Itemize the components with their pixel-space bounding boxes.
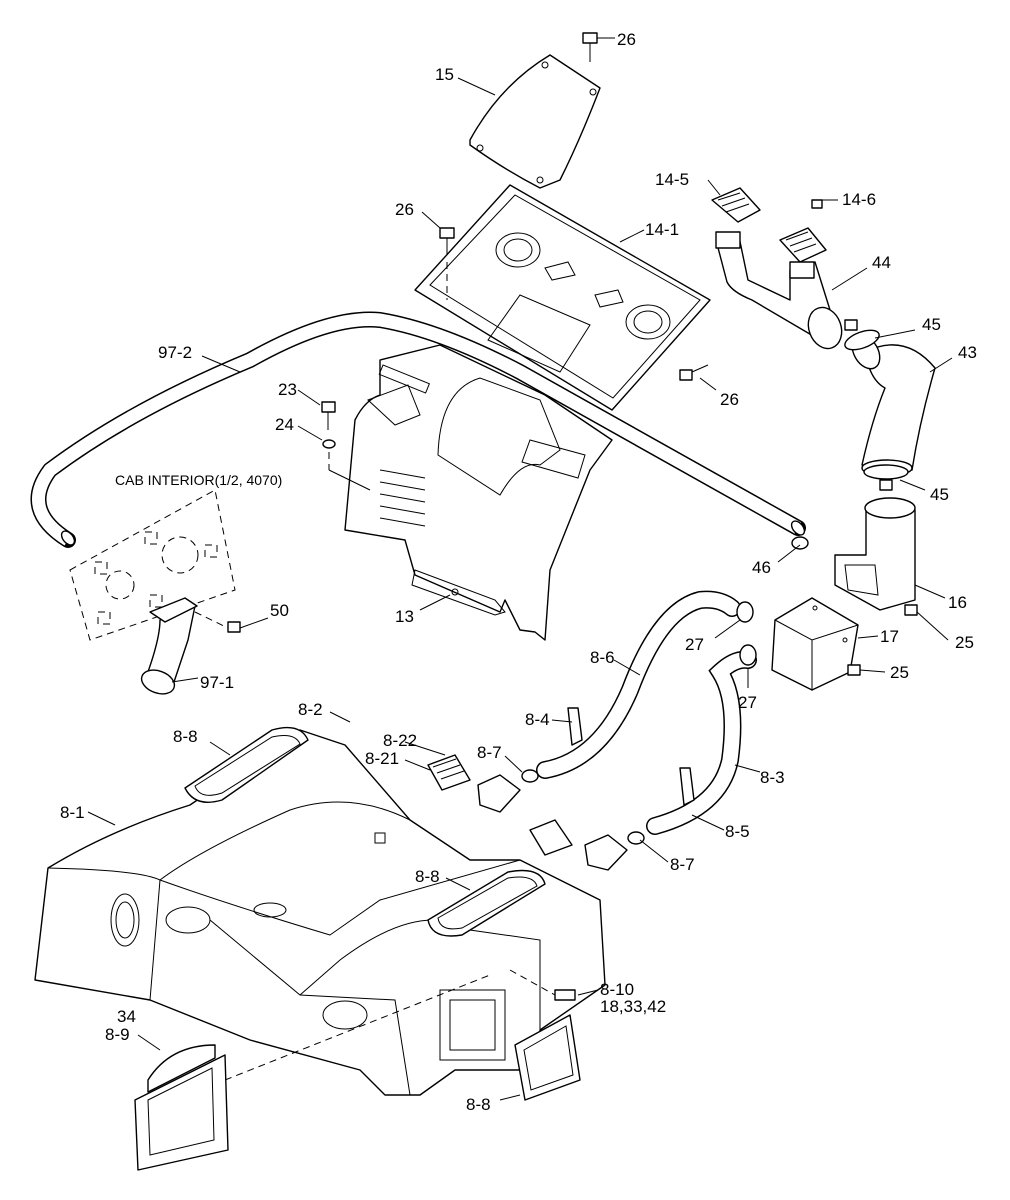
part-vent-8-21 [427,754,471,791]
part-vent-14-6 [779,199,827,263]
part-vent-14-5 [711,187,761,223]
callout-8-21: 8-21 [365,749,399,768]
part-hose-8-3 [646,644,757,835]
part-branched-duct [715,231,843,350]
callout-8-1: 8-1 [60,803,85,822]
callout-44: 44 [872,253,891,272]
part-clamp-45-upper [844,319,880,351]
cab-interior-note: CAB INTERIOR(1/2, 4070) [115,472,282,488]
part-hose-43 [851,334,936,477]
callout-13: 13 [395,607,414,626]
callout-8-9: 8-9 [105,1025,130,1044]
callout-50: 50 [270,601,289,620]
callout-25-a: 25 [955,633,974,652]
callout-26-right: 26 [720,390,739,409]
callout-23: 23 [278,380,297,399]
callout-8-5: 8-5 [725,822,750,841]
callout-labels: 26 15 14-5 14-6 26 14-1 44 45 43 97-2 26… [60,30,977,1114]
callout-18-33-42: 18,33,42 [600,997,666,1016]
part-vent-lower [529,819,645,871]
part-elbow-16 [834,497,918,616]
callout-17: 17 [880,627,899,646]
part-screw-8-10 [509,969,576,1001]
callout-97-2: 97-2 [158,343,192,362]
callout-8-10: 8-10 [600,980,634,999]
callout-46: 46 [752,558,771,577]
part-elbow-duct [140,597,241,695]
callout-8-8-upper: 8-8 [173,727,198,746]
callout-8-4: 8-4 [525,710,550,729]
part-clamp-46 [791,536,809,550]
callout-15: 15 [435,65,454,84]
callout-8-8-middle: 8-8 [415,867,440,886]
callout-97-1: 97-1 [200,673,234,692]
callout-8-2: 8-2 [298,700,323,719]
callout-45-upper: 45 [922,315,941,334]
part-gasket-8-8-middle [427,869,546,937]
callout-27-a: 27 [685,635,704,654]
part-duct-plate [414,184,711,411]
part-large-panel [344,344,613,641]
part-vent-8-22 [477,774,521,813]
part-gasket-8-8-lower [514,1014,581,1101]
callout-8-7-a: 8-7 [477,743,502,762]
callout-8-8-lower: 8-8 [466,1095,491,1114]
part-hose-8-6 [536,590,754,779]
callout-14-5: 14-5 [655,170,689,189]
bolt-top [582,32,598,62]
callout-16: 16 [948,593,967,612]
cab-interior-reference [69,489,236,641]
part-frame-8-9 [134,1044,229,1171]
part-box-17 [771,597,861,691]
part-cover-plate [469,54,601,189]
callout-8-3: 8-3 [760,768,785,787]
washer-24 [322,439,371,491]
leader-lines [87,37,953,1101]
bolt-mid-right [679,364,709,381]
callout-24: 24 [275,415,294,434]
part-gasket-8-8-upper [184,726,309,803]
bolt-23 [321,401,336,430]
callout-34: 34 [117,1007,136,1026]
callout-8-7-b: 8-7 [670,855,695,874]
part-clamp-45-lower [863,464,909,491]
part-main-duct-8-1 [34,729,606,1096]
callout-43: 43 [958,343,977,362]
callout-26-mid: 26 [395,200,414,219]
callout-8-6: 8-6 [590,648,615,667]
callout-25-b: 25 [890,663,909,682]
part-clamp-8-7a [521,769,539,783]
callout-14-6: 14-6 [842,190,876,209]
callout-26-top: 26 [617,30,636,49]
callout-45-lower: 45 [930,485,949,504]
callout-8-22: 8-22 [383,731,417,750]
callout-27-b: 27 [738,693,757,712]
callout-14-1: 14-1 [645,220,679,239]
